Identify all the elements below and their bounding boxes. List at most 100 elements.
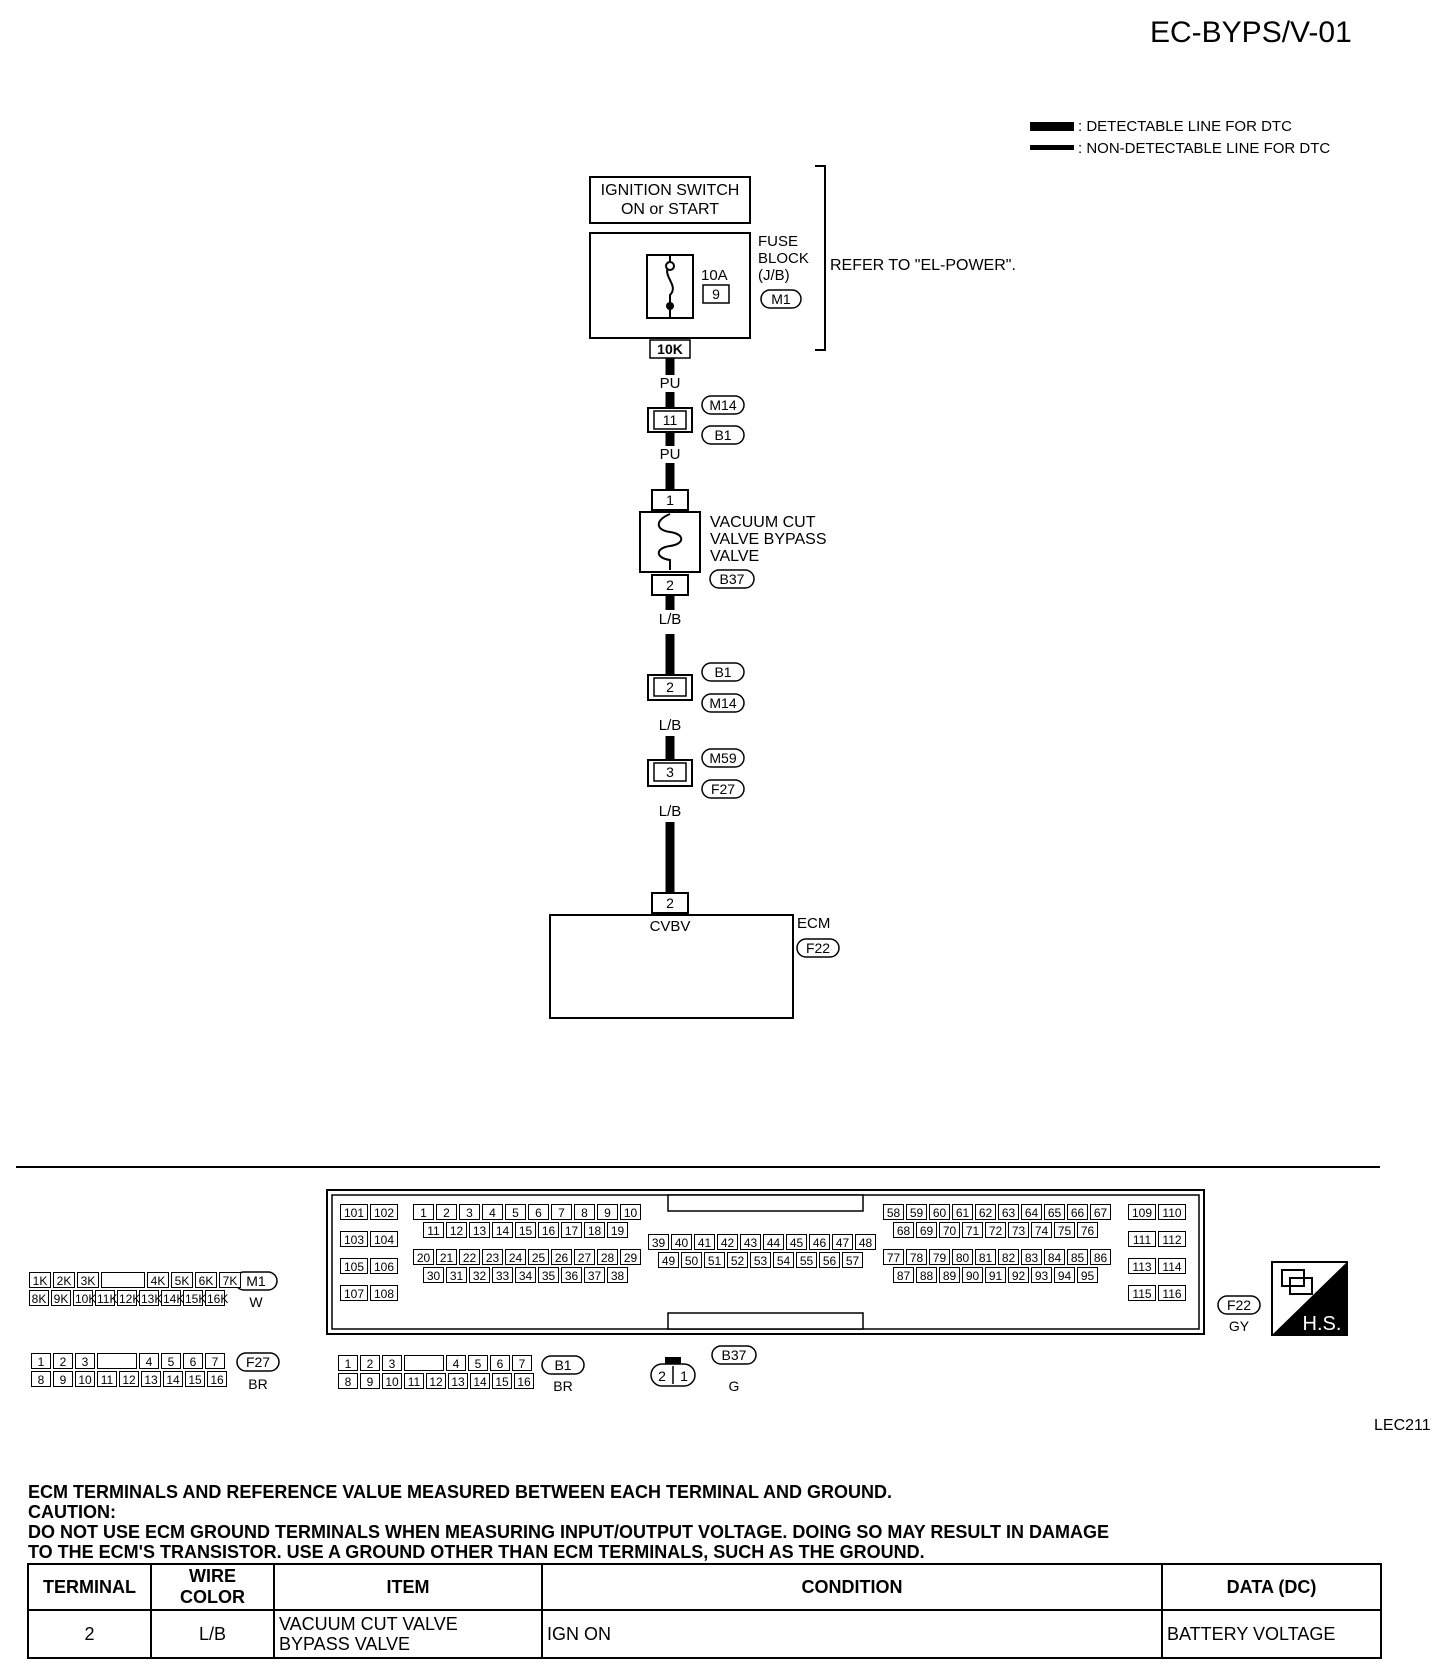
connector-pin: 35 [538,1267,559,1283]
valve-conn-oval [709,569,755,589]
ecm-label: ECM [797,915,830,932]
connector-pin: 95 [1077,1267,1098,1283]
cell-item-line2: BYPASS VALVE [279,1634,411,1654]
connector-pin: 91 [985,1267,1006,1283]
b37-code-oval [711,1345,757,1365]
connector-pin: 111 [1128,1231,1156,1247]
hs-badge-triangle [1272,1262,1347,1335]
valve-pin-bottom: 2 [666,577,674,593]
connector-key-slot [101,1272,145,1288]
connector-pin: 15 [492,1373,512,1389]
connector-pin: 71 [962,1222,983,1238]
connector-pin: 88 [916,1267,937,1283]
connector-pin: 19 [607,1222,628,1238]
legend-non-detectable-swatch [1030,145,1074,150]
connector-pin: 41 [694,1234,715,1250]
caution-line-3: DO NOT USE ECM GROUND TERMINALS WHEN MEA… [28,1522,1110,1542]
connector-pin: 22 [459,1249,480,1265]
joint2-pin: 2 [666,679,674,695]
joint1-pin: 11 [663,412,678,428]
joint3-pin: 3 [666,764,674,780]
connector-pin: 26 [551,1249,572,1265]
connector-pin: 82 [998,1249,1019,1265]
joint2-c1-oval [701,662,745,682]
ignition-switch-line2: ON or START [621,201,719,218]
connector-pin: 29 [620,1249,641,1265]
connector-pin: 114 [1158,1258,1186,1274]
connector-pin: 11 [404,1373,424,1389]
caution-line-4: TO THE ECM'S TRANSISTOR. USE A GROUND OT… [28,1542,925,1562]
connector-pin: 9 [53,1371,73,1387]
connector-pin: 78 [906,1249,927,1265]
f22-code-oval [1217,1295,1261,1315]
connector-pin: 75 [1054,1222,1075,1238]
connector-pin: 43 [740,1234,761,1250]
joint2-c1: B1 [714,664,731,680]
m1-color: W [249,1294,263,1310]
connector-pin: 9 [597,1204,618,1220]
connector-pin: 12K [117,1290,141,1306]
connector-pin: 1 [31,1353,51,1369]
ecm-signal: CVBV [650,918,691,935]
connector-pin: 37 [584,1267,605,1283]
connector-pin: 10 [382,1373,402,1389]
th-wire-color: WIRE COLOR [150,1563,275,1611]
connector-pin: 92 [1008,1267,1029,1283]
connector-pin: 90 [962,1267,983,1283]
page-code: EC-BYPS/V-01 [1150,16,1352,49]
connector-pin: 16 [538,1222,559,1238]
b37-pin-a: 2 [658,1368,666,1384]
connector-pin: 103 [340,1231,368,1247]
connector-pin: 4K [147,1272,169,1288]
valve-conn: B37 [720,571,745,587]
wire-lb-label-2: L/B [659,717,682,734]
table-row: 2 L/B VACUUM CUT VALVE BYPASS VALVE IGN … [27,1609,1382,1659]
joint3-c1-oval [701,748,745,768]
joint1-pin-box [653,410,687,430]
connector-key-slot [97,1353,137,1369]
connector-pin: 49 [658,1252,679,1268]
connector-pin: 2 [436,1204,457,1220]
f22-key-top [667,1194,864,1212]
connector-pin: 93 [1031,1267,1052,1283]
connector-pin: 14 [163,1371,183,1387]
connector-pin: 101 [340,1204,368,1220]
connector-pin: 2 [360,1355,380,1371]
connector-pin: 42 [717,1234,738,1250]
connector-pin: 70 [939,1222,960,1238]
connector-pin: 10 [75,1371,95,1387]
cell-wire-color: L/B [150,1609,275,1659]
connector-pin: 80 [952,1249,973,1265]
joint3-c2: F27 [711,781,735,797]
ecm-pin: 2 [666,895,674,911]
terminal-10k: 10K [657,341,683,357]
connector-pin: 7K [219,1272,241,1288]
connector-pin: 4 [139,1353,159,1369]
connector-pin: 76 [1077,1222,1098,1238]
caution-block: ECM TERMINALS AND REFERENCE VALUE MEASUR… [28,1482,1428,1562]
cell-item-line1: VACUUM CUT VALVE [279,1614,458,1634]
f22-color: GY [1229,1318,1250,1334]
b37-key [665,1357,681,1364]
connector-pin: 56 [819,1252,840,1268]
connector-pin: 105 [340,1258,368,1274]
connector-pin: 5 [505,1204,526,1220]
connector-pin: 8 [574,1204,595,1220]
joint2-c2: M14 [709,695,736,711]
joint3-c1: M59 [709,750,736,766]
connector-pin: 16 [207,1371,227,1387]
connector-pin: 18 [584,1222,605,1238]
connector-pin: 16K [205,1290,229,1306]
valve-pin-top: 1 [666,492,674,508]
cell-data: BATTERY VOLTAGE [1161,1609,1382,1659]
connector-pin: 23 [482,1249,503,1265]
connector-pin: 24 [505,1249,526,1265]
fuse-number: 9 [712,286,720,302]
connector-pin: 44 [763,1234,784,1250]
connector-pin: 113 [1128,1258,1156,1274]
fuse-block-conn-oval [760,289,802,309]
connector-pin: 40 [671,1234,692,1250]
connector-pin: 54 [773,1252,794,1268]
connector-pin: 27 [574,1249,595,1265]
